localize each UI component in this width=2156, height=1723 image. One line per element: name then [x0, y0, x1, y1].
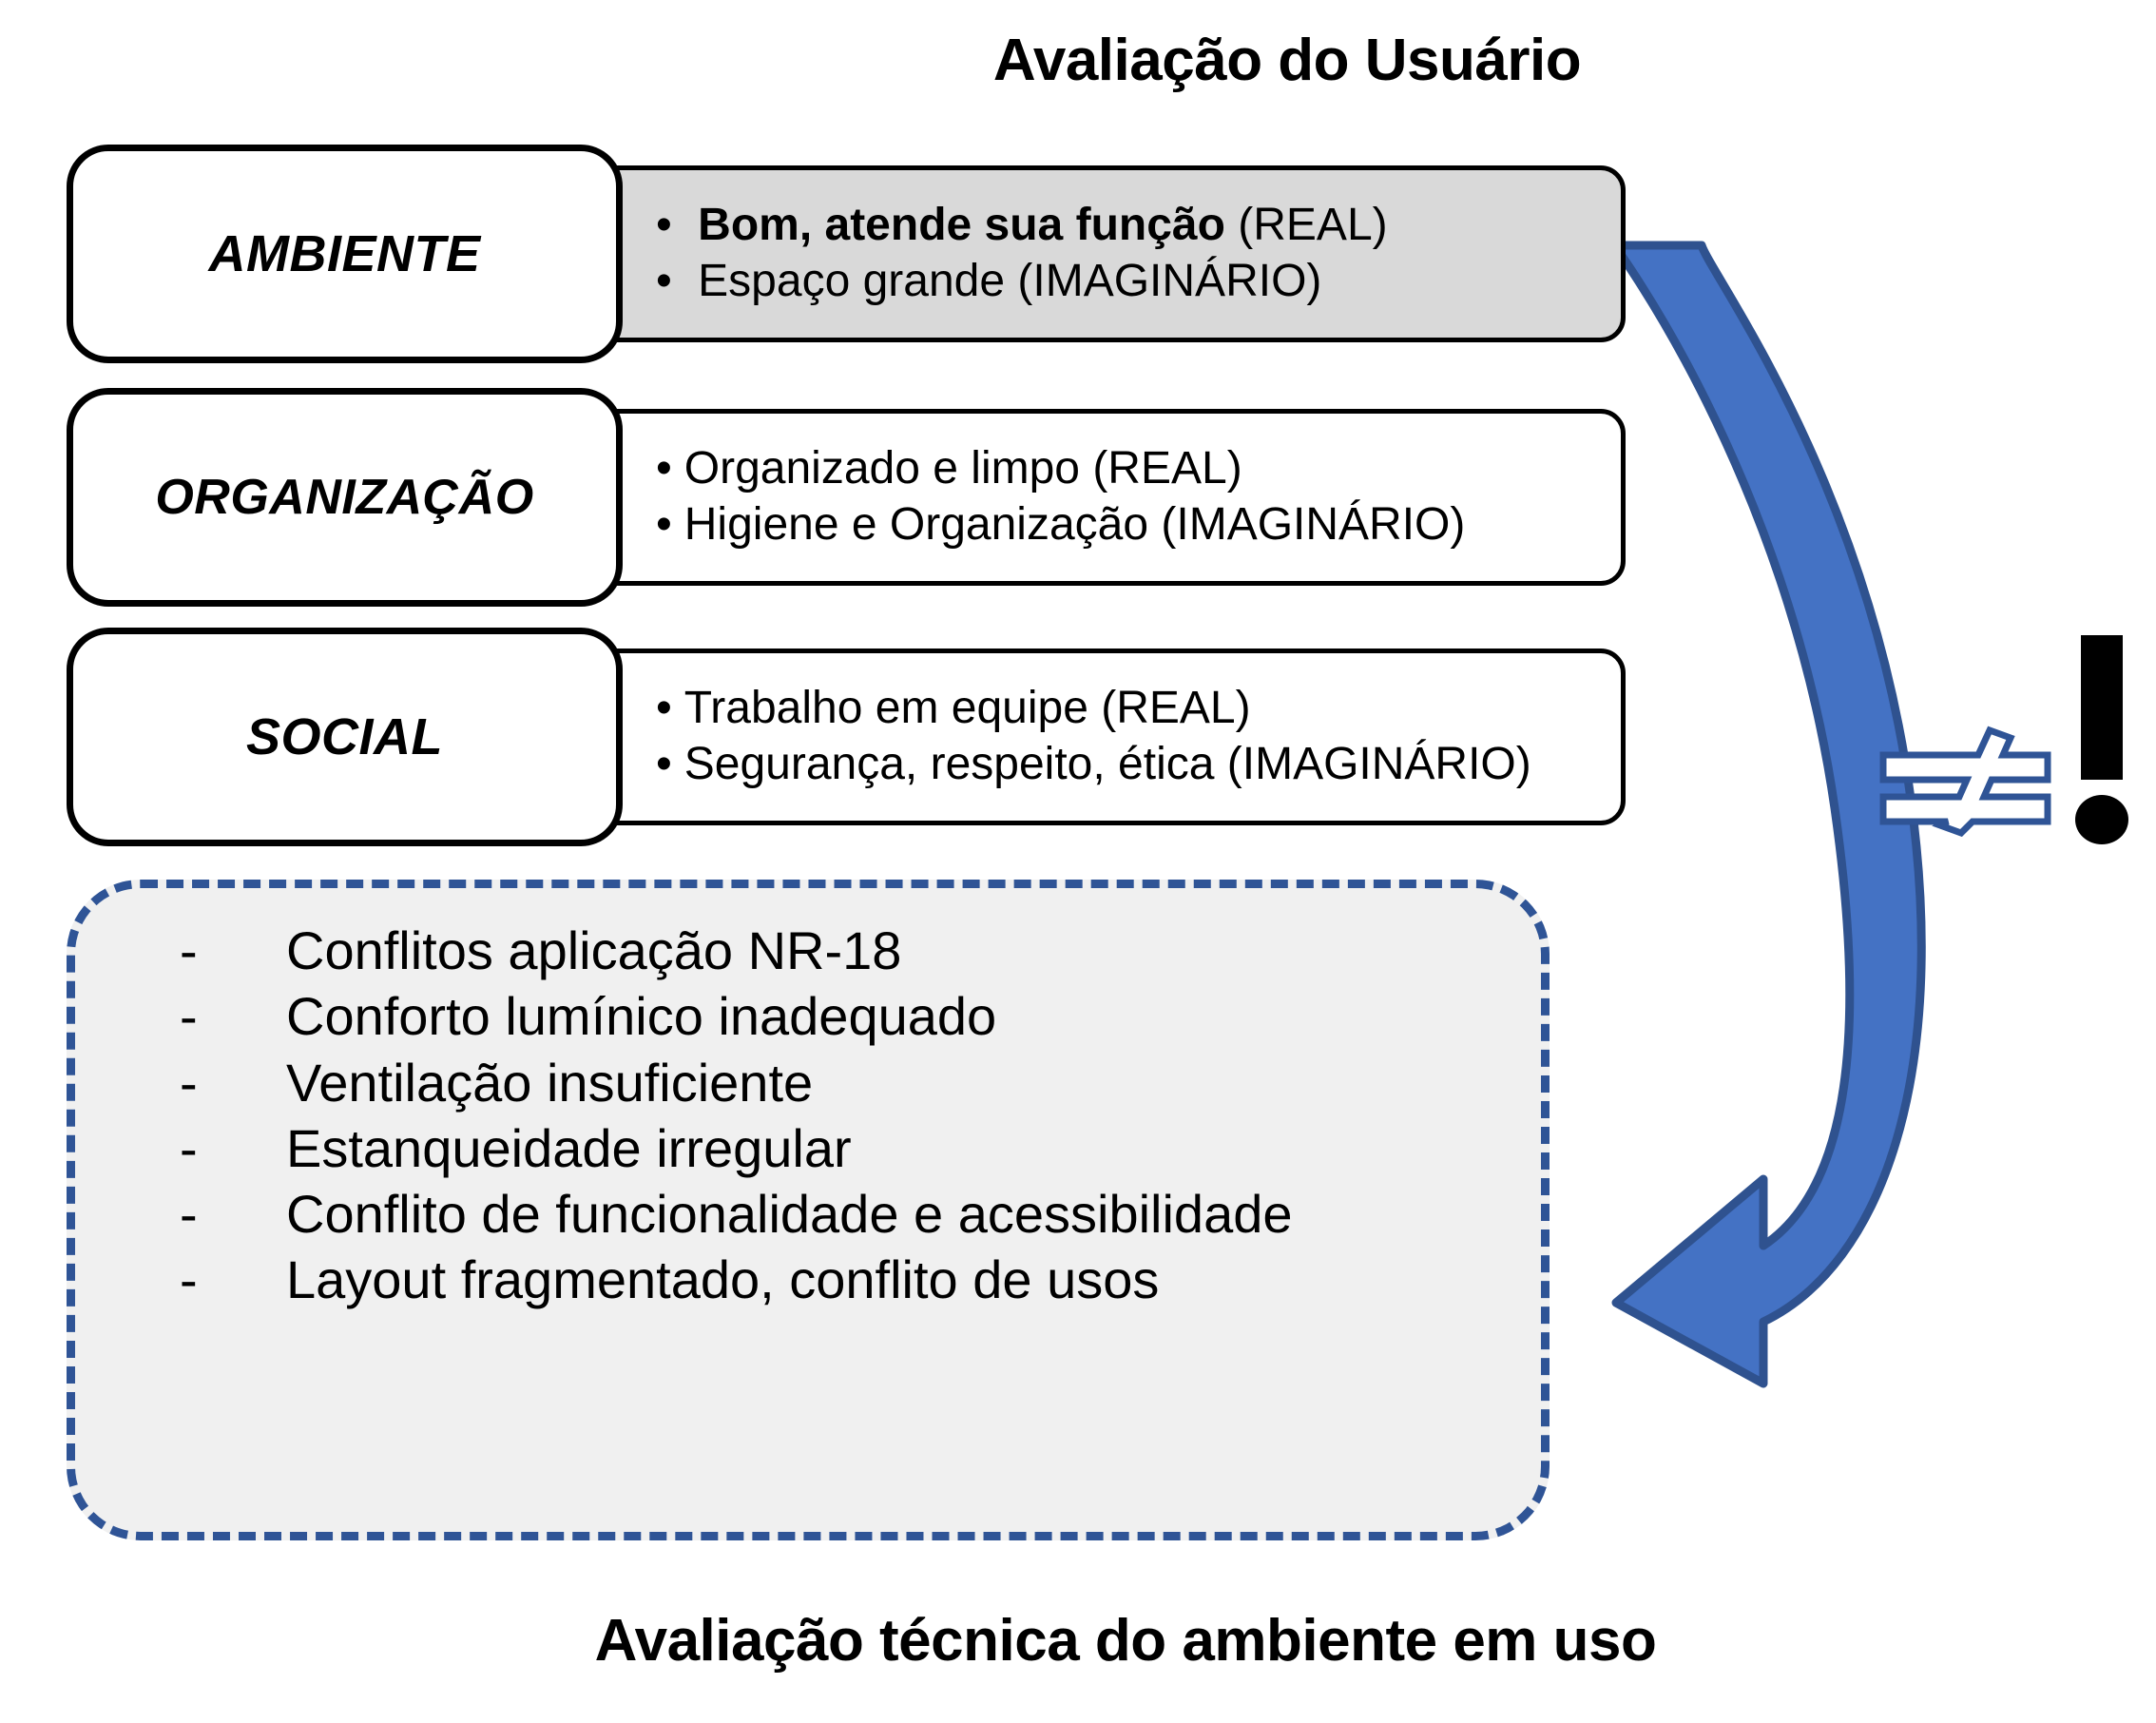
- technical-list-item: - Conforto lumínico inadequado: [180, 986, 1503, 1046]
- bullet-icon: •: [656, 256, 672, 306]
- category-row-ambiente: • Bom, atende sua função (REAL) • Espaço g…: [67, 145, 1626, 363]
- bullet-rest-text: (REAL): [1224, 200, 1388, 251]
- bullet-item: • Bom, atende sua função (REAL): [656, 198, 1621, 254]
- bullet-item: •Higiene e Organização (IMAGINÁRIO): [656, 497, 1621, 553]
- technical-evaluation-box: - Conflitos aplicação NR-18 - Conforto l…: [67, 880, 1550, 1540]
- detail-box-social: •Trabalho em equipe (REAL) •Segurança, r…: [585, 649, 1626, 825]
- detail-box-ambiente: • Bom, atende sua função (REAL) • Espaço g…: [585, 165, 1626, 342]
- category-label: ORGANIZAÇÃO: [155, 470, 534, 525]
- technical-item-text: Conforto lumínico inadequado: [286, 986, 997, 1047]
- dash-marker: -: [180, 920, 198, 980]
- technical-list-item: - Layout fragmentado, conflito de usos: [180, 1249, 1503, 1309]
- category-box-social: SOCIAL: [67, 628, 623, 846]
- caption-technical-evaluation: Avaliação técnica do ambiente em uso: [594, 1608, 1657, 1674]
- bullet-rest-text: Espaço grande (IMAGINÁRIO): [698, 256, 1322, 306]
- bullet-strong-text: Bom, atende sua função: [698, 200, 1225, 251]
- bullet-rest-text: Segurança, respeito, ética (IMAGINÁRIO): [683, 739, 1531, 789]
- technical-list-item: - Conflito de funcionalidade e acessibil…: [180, 1184, 1503, 1244]
- category-label: SOCIAL: [245, 708, 443, 765]
- bullet-item: •Trabalho em equipe (REAL): [656, 681, 1621, 737]
- bullet-icon: •: [656, 200, 672, 251]
- bullet-item: •Segurança, respeito, ética (IMAGINÁRIO): [656, 737, 1621, 793]
- dash-marker: -: [180, 1249, 198, 1310]
- dash-marker: -: [180, 1117, 198, 1178]
- category-row-social: •Trabalho em equipe (REAL) •Segurança, r…: [67, 628, 1626, 846]
- category-label: AMBIENTE: [208, 225, 481, 282]
- bullet-icon: •: [656, 443, 672, 494]
- dash-marker: -: [180, 1184, 198, 1245]
- technical-list-item: - Estanqueidade irregular: [180, 1118, 1503, 1178]
- curved-arrow-icon: [1609, 241, 1926, 1388]
- exclamation-dot: [2075, 795, 2128, 844]
- technical-item-text: Estanqueidade irregular: [286, 1117, 852, 1178]
- category-row-organizacao: •Organizado e limpo (REAL) •Higiene e Or…: [67, 388, 1626, 607]
- category-box-organizacao: ORGANIZAÇÃO: [67, 388, 623, 607]
- exclamation-bar: [2081, 635, 2123, 780]
- bullet-item: • Espaço grande (IMAGINÁRIO): [656, 254, 1621, 310]
- technical-item-text: Ventilação insuficiente: [286, 1052, 814, 1113]
- technical-list-item: - Ventilação insuficiente: [180, 1053, 1503, 1113]
- bullet-rest-text: Organizado e limpo (REAL): [683, 443, 1242, 494]
- not-equal-icon: [1879, 726, 2051, 837]
- technical-item-text: Conflito de funcionalidade e acessibilid…: [286, 1184, 1293, 1245]
- bullet-icon: •: [656, 739, 672, 789]
- bullet-icon: •: [656, 683, 672, 734]
- dash-marker: -: [180, 986, 198, 1047]
- detail-box-organizacao: •Organizado e limpo (REAL) •Higiene e Or…: [585, 409, 1626, 586]
- technical-item-text: Layout fragmentado, conflito de usos: [286, 1249, 1160, 1310]
- dash-marker: -: [180, 1052, 198, 1113]
- page-title-user-evaluation: Avaliação do Usuário: [992, 28, 1582, 93]
- bullet-rest-text: Trabalho em equipe (REAL): [683, 683, 1251, 734]
- technical-item-text: Conflitos aplicação NR-18: [286, 920, 902, 980]
- exclamation-mark-icon: [2068, 635, 2153, 854]
- technical-list-item: - Conflitos aplicação NR-18: [180, 920, 1503, 980]
- bullet-item: •Organizado e limpo (REAL): [656, 441, 1621, 497]
- bullet-rest-text: Higiene e Organização (IMAGINÁRIO): [683, 499, 1466, 550]
- bullet-icon: •: [656, 499, 672, 550]
- category-box-ambiente: AMBIENTE: [67, 145, 623, 363]
